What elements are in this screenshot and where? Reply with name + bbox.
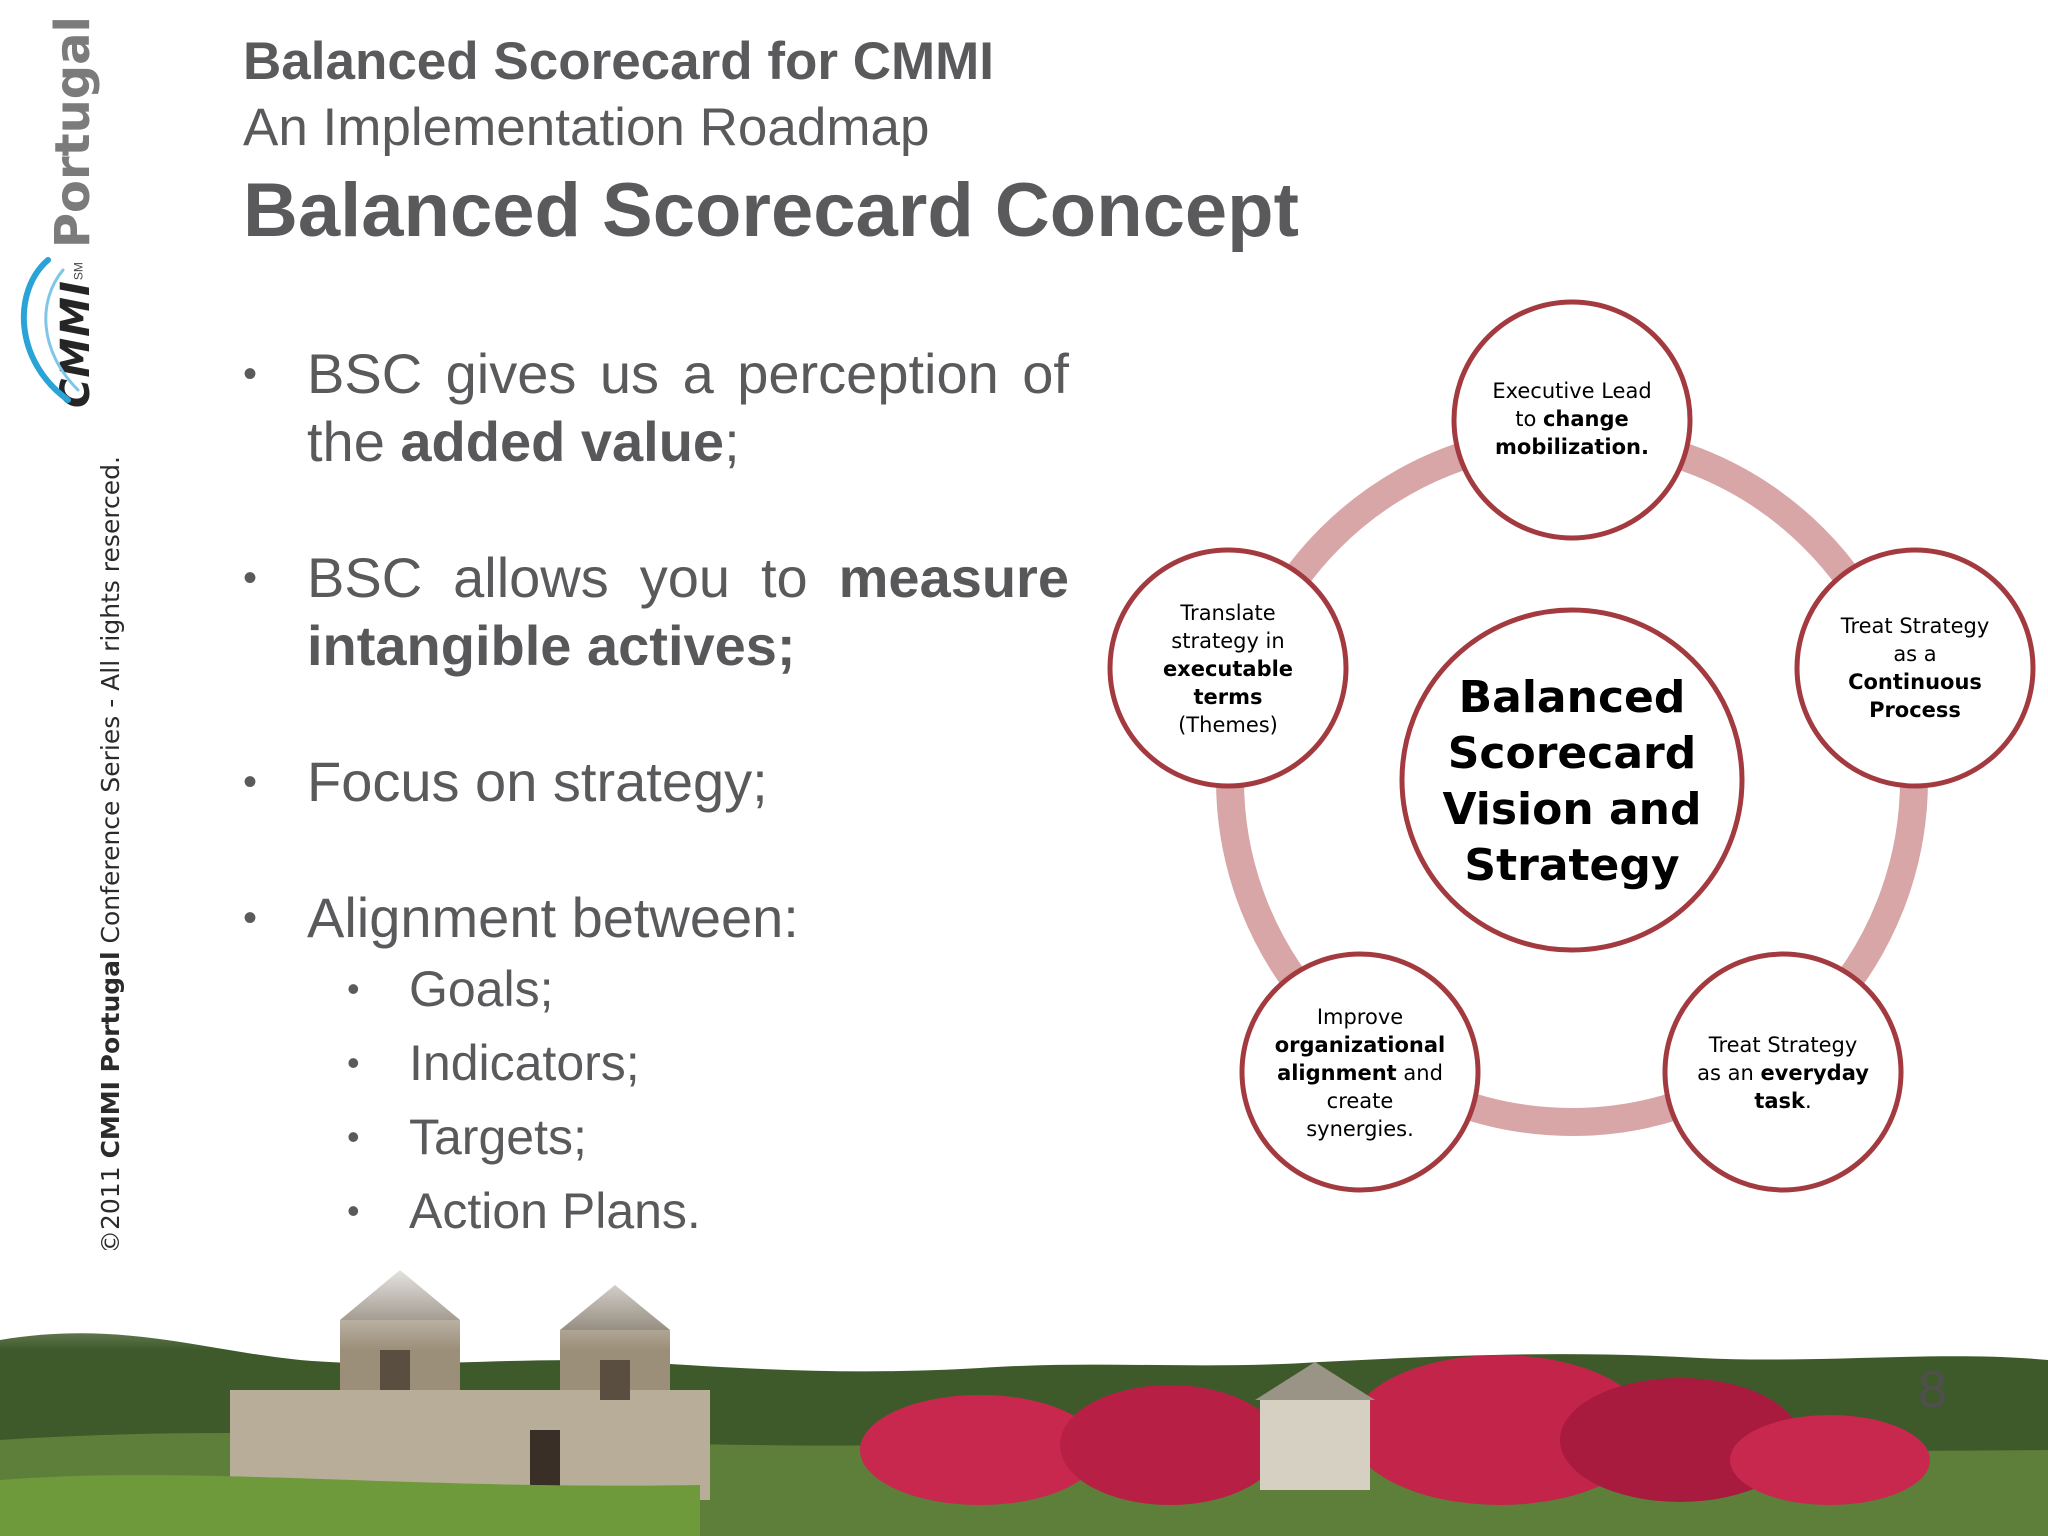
left-line-2: strategy in: [1171, 629, 1284, 653]
bullet-2-text: BSC allows you to: [307, 546, 839, 609]
header-line1: Balanced Scorecard for CMMI: [243, 32, 995, 91]
right-line-1: Treat Strategy: [1840, 614, 1990, 638]
header-line2: An Implementation Roadmap: [243, 98, 930, 157]
bullet-1-text: BSC gives us a perception of the: [307, 342, 1069, 473]
slide-title: Balanced Scorecard Concept: [243, 168, 1299, 253]
bullet-1-end: ;: [724, 410, 740, 473]
bullet-1-bold: added value: [400, 410, 725, 473]
sub-bullet-targets: Targets;: [243, 1100, 1069, 1174]
bottom-right-line-3: task.: [1754, 1089, 1811, 1113]
bottom-right-line-2: as an everyday: [1697, 1061, 1869, 1085]
sub-bullet-goals: Goals;: [243, 952, 1069, 1026]
sub-bullet-action-plans: Action Plans.: [243, 1174, 1069, 1248]
right-line-3: Continuous: [1848, 670, 1982, 694]
left-line-5: (Themes): [1178, 713, 1278, 737]
bullet-focus: Focus on strategy;: [243, 748, 1069, 816]
top-line-3: mobilization.: [1495, 435, 1649, 459]
bottom-left-line-3: alignment and: [1277, 1061, 1443, 1085]
copyright-rest: Conference Series - All rights reserced.: [96, 456, 125, 952]
node-executive-lead: Executive Lead to change mobilization.: [1451, 299, 1693, 541]
node-continuous-process: Treat Strategy as a Continuous Process: [1794, 547, 2036, 789]
bottom-left-line-1: Improve: [1317, 1005, 1403, 1029]
node-everyday-task: Treat Strategy as an everyday task.: [1662, 951, 1904, 1193]
bullet-2-bold: measure intangible actives;: [307, 546, 1069, 677]
footer-landscape-image: [0, 1250, 2048, 1536]
sub-bullet-indicators: Indicators;: [243, 1026, 1069, 1100]
center-line-3: Vision and: [1442, 784, 1701, 835]
bullet-list: BSC gives us a perception of the added v…: [243, 340, 1069, 1248]
right-line-2: as a: [1893, 642, 1936, 666]
node-organizational-alignment: Improve organizational alignment and cre…: [1239, 951, 1481, 1193]
copyright-prefix: ©2011: [96, 1158, 125, 1255]
bsc-cycle-diagram: Balanced Scorecard Vision and Strategy E…: [1107, 299, 2036, 1193]
bullet-added-value: BSC gives us a perception of the added v…: [243, 340, 1069, 476]
bottom-left-line-4: create: [1327, 1089, 1394, 1113]
center-line-2: Scorecard: [1448, 728, 1697, 779]
bottom-left-line-2: organizational: [1275, 1033, 1446, 1057]
left-line-3: executable: [1163, 657, 1293, 681]
left-line-4: terms: [1193, 685, 1262, 709]
logo-swoosh-icon: [20, 257, 80, 403]
left-line-1: Translate: [1179, 601, 1275, 625]
center-line-1: Balanced: [1459, 672, 1686, 723]
node-translate-strategy: Translate strategy in executable terms (…: [1107, 547, 1349, 789]
bottom-right-line-1: Treat Strategy: [1708, 1033, 1858, 1057]
right-line-4: Process: [1869, 698, 1961, 722]
bottom-left-line-5: synergies.: [1306, 1117, 1414, 1141]
center-line-4: Strategy: [1464, 840, 1679, 891]
copyright-bold: CMMI Portugal: [96, 951, 125, 1159]
page-number: 8: [1918, 1361, 1947, 1419]
bullet-alignment: Alignment between:: [243, 884, 1069, 952]
top-line-2: to change: [1515, 407, 1629, 431]
slide-header: Balanced Scorecard for CMMI An Implement…: [243, 30, 1299, 256]
brand-portugal: Portugal: [45, 15, 101, 249]
top-line-1: Executive Lead: [1492, 379, 1651, 403]
center-node: Balanced Scorecard Vision and Strategy: [1399, 607, 1745, 953]
bullet-measure: BSC allows you to measure intangible act…: [243, 544, 1069, 680]
